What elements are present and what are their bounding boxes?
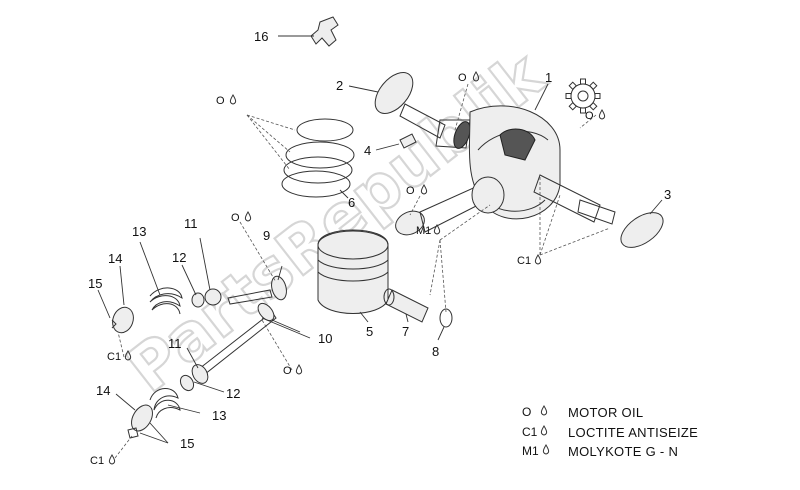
drop-icon [433, 224, 441, 235]
part-7-piston-pin [383, 288, 429, 323]
svg-text:O: O [216, 95, 225, 107]
legend-row-loctite: C1 LOCTITE ANTISEIZE [522, 425, 698, 440]
callout-9: 9 [263, 228, 270, 243]
callout-11-lower: 11 [168, 336, 182, 351]
watermark-text: PartsRepublik [114, 38, 559, 408]
upper-valve-assembly [97, 237, 287, 334]
callout-12-lower: 12 [226, 386, 240, 401]
callout-2: 2 [336, 78, 343, 93]
loctite-symbol-3: C1 [90, 454, 116, 467]
callout-1: 1 [545, 70, 552, 85]
legend-text: MOTOR OIL [568, 405, 643, 420]
svg-text:C1: C1 [107, 351, 121, 363]
callout-14-lower: 14 [96, 383, 110, 398]
svg-text:O: O [283, 365, 292, 377]
callout-10: 10 [318, 331, 332, 346]
svg-text:O: O [231, 212, 240, 224]
callout-4: 4 [364, 143, 371, 158]
gear-icon [565, 78, 601, 114]
callout-8: 8 [432, 344, 439, 359]
callout-13-lower: 13 [212, 408, 226, 423]
oil-symbol-1: O [216, 94, 237, 107]
legend-text: MOLYKOTE G - N [568, 444, 678, 459]
part-16-bracket [278, 16, 339, 47]
loctite-symbol-2: C1 [107, 350, 132, 363]
lower-valve-assembly [115, 302, 301, 444]
legend-text: LOCTITE ANTISEIZE [568, 425, 698, 440]
loctite-symbol-1: C1 [517, 254, 542, 267]
part-2-washer [348, 72, 414, 114]
callout-6: 6 [348, 195, 355, 210]
callout-3: 3 [664, 187, 671, 202]
drop-icon [534, 254, 542, 265]
svg-text:O: O [458, 72, 467, 84]
callout-15-lower: 15 [180, 436, 194, 451]
svg-text:O: O [406, 185, 415, 197]
svg-text:C1: C1 [90, 455, 104, 467]
watermark: PartsRepublik [113, 36, 560, 408]
callout-16: 16 [254, 29, 268, 44]
drop-icon [472, 71, 480, 82]
drop-icon [540, 425, 548, 436]
drop-icon [295, 364, 303, 375]
lube-symbols: O O O O O O M1 C1 [90, 71, 606, 467]
svg-text:C1: C1 [517, 255, 531, 267]
part-3-washer [620, 199, 664, 248]
oil-symbol-3: O [585, 109, 606, 122]
lube-leaders [114, 83, 611, 459]
drop-icon [540, 405, 548, 416]
drop-icon [420, 184, 428, 195]
callout-7: 7 [402, 324, 409, 339]
legend-row-molykote: M1 MOLYKOTE G - N [522, 444, 678, 459]
drop-icon [124, 350, 132, 361]
callout-13-upper: 13 [132, 224, 146, 239]
part-6-piston-rings [246, 114, 355, 199]
oil-symbol-6: O [283, 364, 303, 377]
svg-text:O: O [585, 110, 594, 122]
callout-12-upper: 12 [172, 250, 186, 265]
part-5-piston [317, 229, 389, 323]
callout-5: 5 [366, 324, 373, 339]
molykote-symbol: M1 [416, 224, 441, 237]
drop-icon [229, 94, 237, 105]
part-8-circlip [437, 308, 453, 341]
callout-15-upper: 15 [88, 276, 102, 291]
part-10-leader [261, 317, 311, 339]
oil-symbol-2: O [458, 71, 480, 84]
svg-text:M1: M1 [416, 225, 431, 237]
drop-icon [244, 211, 252, 222]
legend-code: M1 [522, 444, 539, 458]
legend-code: O [522, 405, 531, 419]
part-4-key [375, 133, 417, 151]
callout-11-upper: 11 [184, 216, 198, 231]
oil-symbol-5: O [231, 211, 252, 224]
drop-icon [598, 109, 606, 120]
legend-row-oil: O MOTOR OIL [522, 405, 643, 420]
drop-icon [108, 454, 116, 465]
callout-14-upper: 14 [108, 251, 122, 266]
oil-symbol-4: O [406, 184, 428, 197]
part-connecting-rod [395, 176, 505, 236]
drop-icon [542, 444, 550, 455]
legend-code: C1 [522, 425, 538, 439]
callouts: 16 2 1 4 6 3 11 13 9 14 12 15 10 5 7 8 1… [88, 29, 671, 451]
legend: O MOTOR OIL C1 LOCTITE ANTISEIZE M1 MOLY… [522, 405, 698, 459]
